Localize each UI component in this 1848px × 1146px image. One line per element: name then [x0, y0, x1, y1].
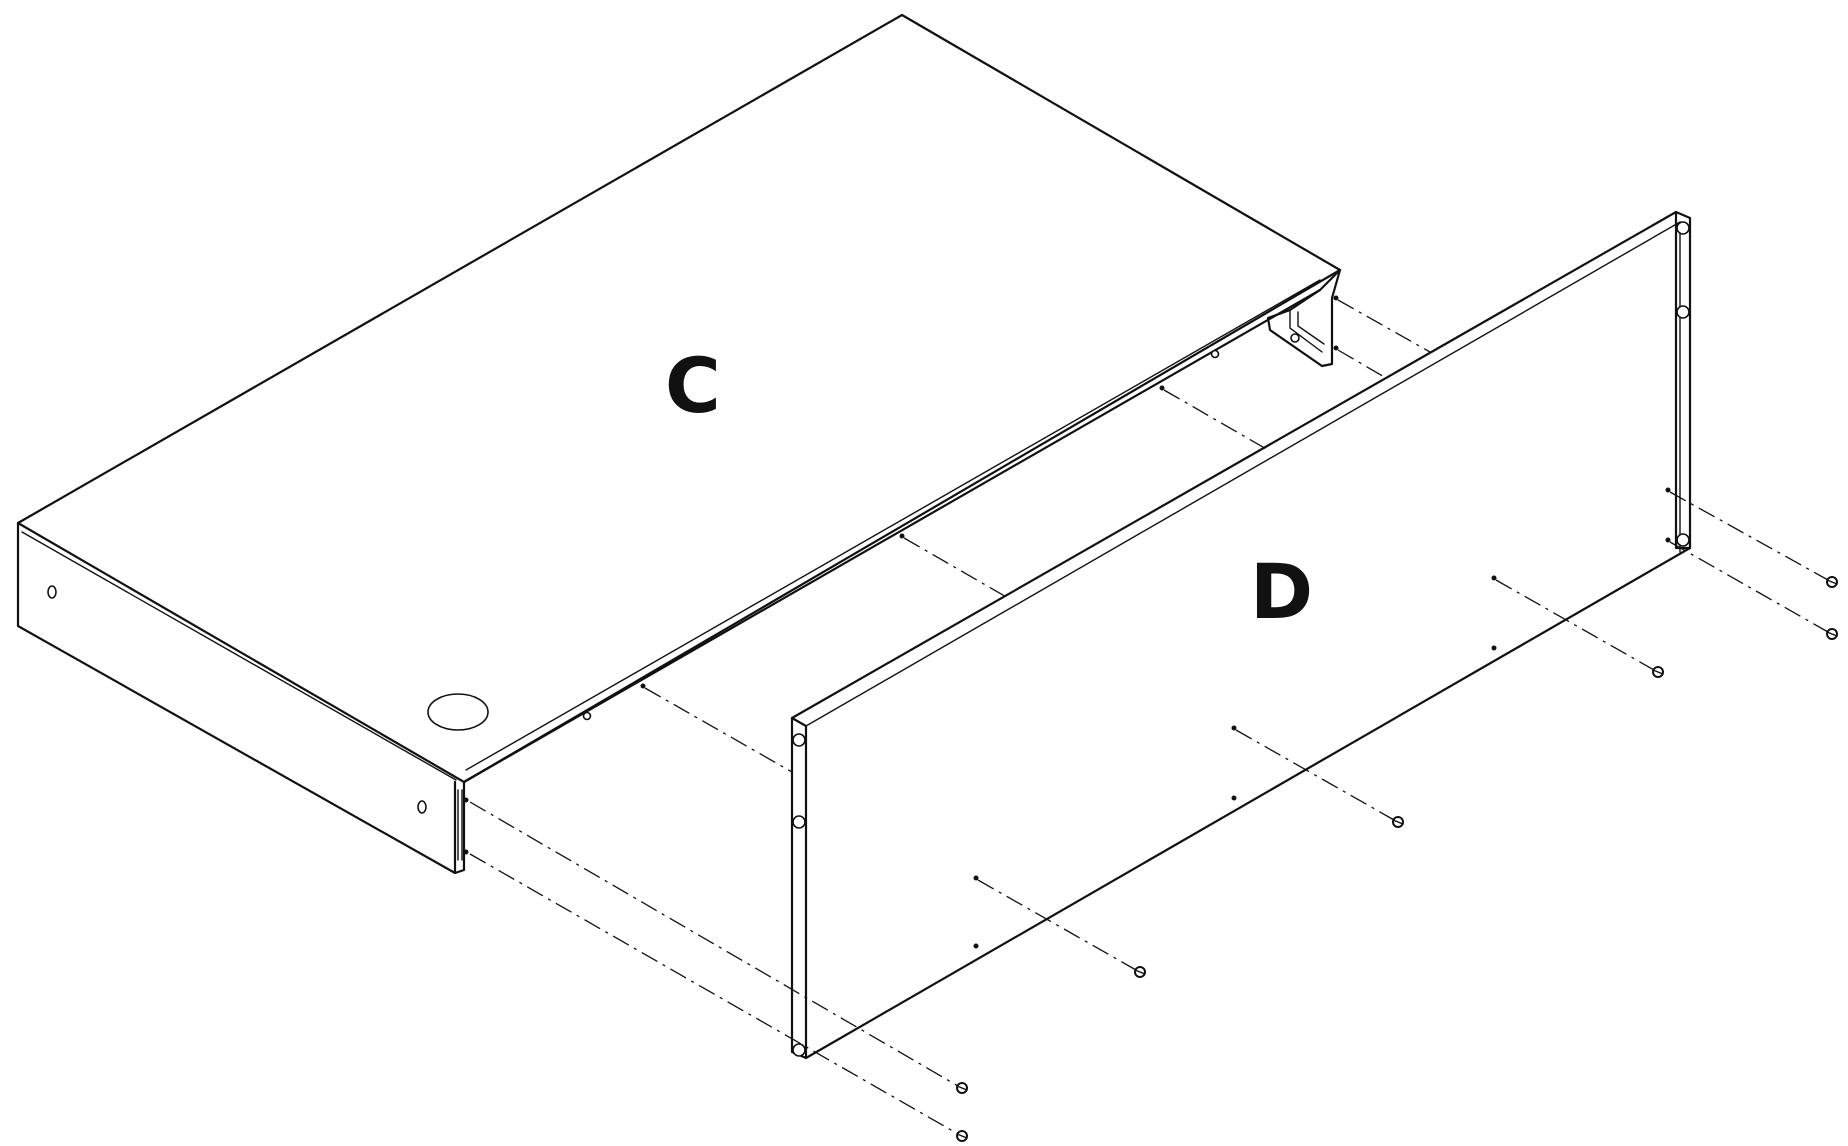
screw-icon: [1826, 628, 1838, 640]
screw-icon: [1392, 816, 1404, 828]
top-panel-c: C: [16, 13, 1342, 875]
align-right-bottom: [1669, 541, 1829, 633]
bracket-pin-bottom: [1333, 345, 1339, 351]
back-panel-face: [790, 210, 1692, 1060]
back-panel-right-flange: [1674, 210, 1692, 550]
right-flange-hole-top: [1676, 221, 1690, 235]
align-face-1: [977, 879, 1137, 971]
left-flange-hole-top: [792, 733, 806, 747]
screw-icon: [956, 1130, 968, 1142]
left-flange-hole-mid: [792, 815, 806, 829]
rail-pin-3: [1159, 385, 1165, 391]
right-pin-top: [1665, 487, 1671, 493]
alignment-lines: [469, 299, 1829, 1135]
top-panel-bevel-front: [21, 531, 457, 781]
face-pin-3: [1231, 725, 1237, 731]
right-bracket-hole: [1290, 333, 1300, 343]
front-face-hole-2: [417, 800, 427, 814]
label-c: C: [665, 341, 721, 430]
face-pin-4: [1231, 795, 1237, 801]
align-right-top: [1669, 491, 1829, 581]
align-bracket-bottom: [1337, 349, 1387, 379]
align-end-top: [469, 801, 959, 1087]
left-flange-hole-bottom: [792, 1043, 806, 1057]
rail-hole-2: [1210, 349, 1220, 359]
screw-icon: [956, 1082, 968, 1094]
rail-pin-2: [899, 533, 905, 539]
align-rail-1: [644, 687, 793, 773]
rail-hole-1: [582, 711, 592, 721]
right-pin-bottom: [1665, 537, 1671, 543]
face-pin-1: [973, 875, 979, 881]
end-bracket-slot: [457, 789, 463, 861]
back-panel-left-flange: [790, 716, 808, 1060]
back-panel-top-edge-inner: [805, 221, 1681, 727]
align-face-2: [1235, 729, 1395, 821]
screws: [956, 576, 1838, 1142]
right-flange-hole-bottom: [1676, 533, 1690, 547]
rail-pin-1: [640, 683, 646, 689]
front-face-hole-1: [47, 585, 57, 599]
right-bracket: [1266, 268, 1342, 368]
align-face-3: [1495, 579, 1655, 671]
back-panel-d: D: [790, 210, 1692, 1060]
bracket-pin-top: [1333, 295, 1339, 301]
align-end-bottom: [469, 853, 959, 1135]
face-pin-2: [973, 943, 979, 949]
face-pin-6: [1491, 645, 1497, 651]
label-d: D: [1250, 547, 1313, 636]
top-panel-bevel-back: [465, 279, 1321, 771]
screw-icon: [1652, 666, 1664, 678]
end-pin-top: [463, 797, 469, 803]
align-bracket-top: [1337, 299, 1431, 353]
right-flange-hole-mid: [1676, 305, 1690, 319]
align-rail-3: [1163, 389, 1269, 451]
screw-icon: [1826, 576, 1838, 588]
face-pin-5: [1491, 575, 1497, 581]
right-bracket-inner: [1289, 309, 1325, 353]
screw-icon: [1134, 966, 1146, 978]
align-rail-2: [903, 537, 1009, 599]
end-pin-bottom: [463, 849, 469, 855]
cable-grommet-hole: [427, 693, 489, 731]
top-panel-front-face: [16, 521, 466, 875]
